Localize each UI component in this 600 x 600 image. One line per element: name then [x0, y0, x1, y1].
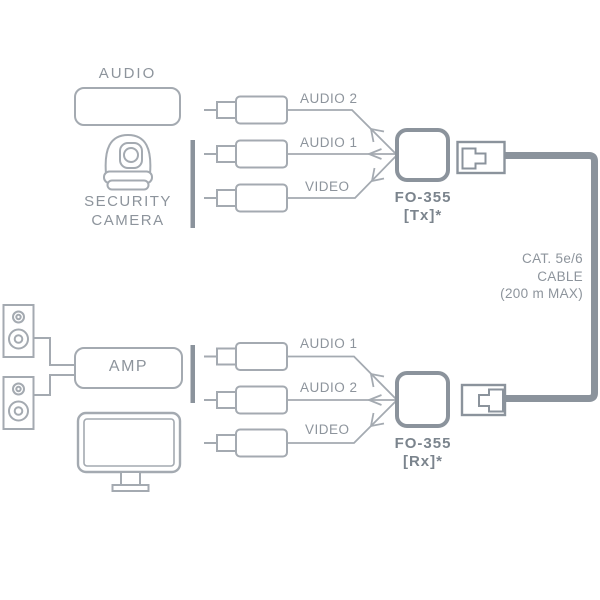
rx-signal-lines: [287, 355, 398, 444]
security-camera-label-line2: CAMERA: [91, 211, 165, 229]
amp-label: AMP: [108, 358, 149, 375]
speaker-icon: [2, 376, 35, 430]
cable-max-length: (200 m MAX): [500, 286, 583, 301]
rx-output-label-video: VIDEO: [305, 422, 350, 437]
rx-device-label: FO-355 [Rx]*: [390, 435, 456, 470]
cable-label: CAT. 5e/6 CABLE (200 m MAX): [460, 250, 583, 303]
audio-device-label: AUDIO: [98, 65, 157, 82]
security-camera-icon: [103, 133, 153, 191]
audio-device-box: [74, 87, 181, 126]
cable-word: CABLE: [537, 268, 583, 284]
security-camera-label-line1: SECURITY: [84, 193, 172, 210]
monitor-icon: [76, 411, 182, 492]
rca-connector: [203, 95, 288, 125]
tx-input-label-audio1: AUDIO 1: [300, 135, 358, 150]
bottom-separator-bar: [190, 345, 195, 403]
rx-arrowheads: [366, 372, 385, 428]
rx-device-name: FO-355: [394, 435, 452, 452]
amp-box: [74, 347, 183, 389]
speaker-icon: [2, 304, 35, 358]
tx-device-name: FO-355: [394, 189, 452, 206]
speaker-wires: [33, 337, 75, 396]
cat-cable: [504, 152, 598, 402]
tx-arrowheads: [366, 127, 385, 183]
rx-output-label-audio2: AUDIO 2: [300, 380, 358, 395]
rca-connector: [203, 139, 288, 169]
tx-input-label-video: VIDEO: [305, 179, 350, 194]
rx-output-label-audio1: AUDIO 1: [300, 336, 358, 351]
tx-signal-lines: [287, 109, 398, 199]
tx-device-role: [Tx]*: [403, 206, 443, 224]
rx-device-box: [395, 371, 450, 428]
tx-device-label: FO-355 [Tx]*: [390, 189, 456, 224]
rca-connector: [203, 342, 288, 371]
rx-device-role: [Rx]*: [402, 452, 443, 470]
rx-rj45-icon: [460, 383, 507, 417]
top-separator-bar: [190, 140, 195, 228]
rca-connector: [203, 183, 288, 213]
tx-rj45-icon: [456, 140, 506, 175]
rca-connector: [203, 428, 288, 458]
rca-connector: [203, 385, 288, 415]
tx-device-box: [395, 128, 450, 182]
cable-type: CAT. 5e/6: [522, 251, 583, 266]
security-camera-label: SECURITY CAMERA: [68, 193, 188, 230]
tx-input-label-audio2: AUDIO 2: [300, 91, 358, 106]
